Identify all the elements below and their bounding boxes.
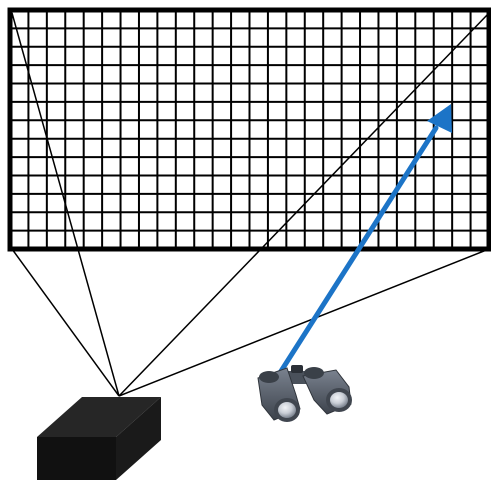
ray-bottom-left [11,248,120,397]
binoculars-right-lens-glass [330,392,348,408]
projection-screen [7,7,491,252]
projector-front [37,437,116,480]
binoculars-left-eyecup [259,371,279,383]
binoculars-left-lens-glass [278,402,296,418]
binoculars-focus-wheel [291,365,303,373]
ray-bottom-right [118,248,490,397]
binoculars-icon [257,365,352,422]
binoculars-right-eyecup [304,367,324,379]
line-of-sight-shaft [273,125,439,382]
projector-side [116,397,161,480]
projector-box-icon [37,397,161,480]
screen-frame [7,7,491,252]
line-of-sight-arrowhead [427,104,452,133]
arrow-icon [273,104,452,382]
projector-top [37,397,161,437]
screen-grid [10,10,489,249]
